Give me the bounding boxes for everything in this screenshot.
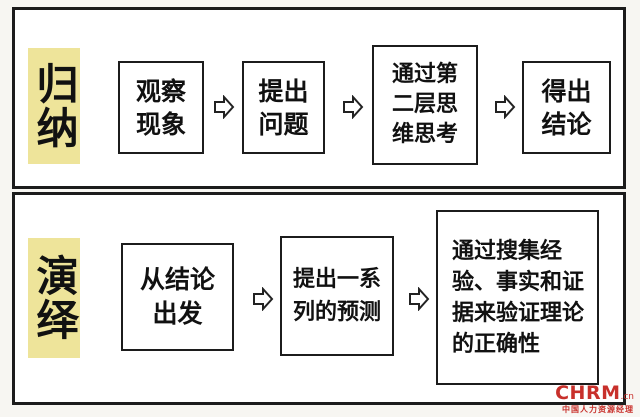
second-order-thinking-box: 通过第二层思维思考 bbox=[372, 45, 478, 165]
arrow-right-icon bbox=[408, 287, 430, 311]
observe-phenomena-box: 观察现象 bbox=[118, 61, 204, 154]
draw-conclusion-box: 得出结论 bbox=[522, 61, 611, 154]
deduction-label: 演绎 bbox=[28, 238, 80, 358]
verify-with-evidence-box: 通过搜集经验、事实和证据来验证理论的正确性 bbox=[436, 210, 599, 385]
chrm-watermark-logo: CHRM.cn 中国人力资源经理 bbox=[555, 382, 634, 414]
raise-question-box: 提出问题 bbox=[242, 61, 325, 154]
predictions-box: 提出一系列的预测 bbox=[280, 236, 394, 356]
arrow-right-icon bbox=[252, 287, 274, 311]
induction-label: 归纳 bbox=[28, 48, 80, 164]
arrow-right-icon bbox=[213, 95, 235, 119]
arrow-right-icon bbox=[494, 95, 516, 119]
arrow-right-icon bbox=[342, 95, 364, 119]
start-from-conclusion-box: 从结论出发 bbox=[121, 243, 234, 351]
